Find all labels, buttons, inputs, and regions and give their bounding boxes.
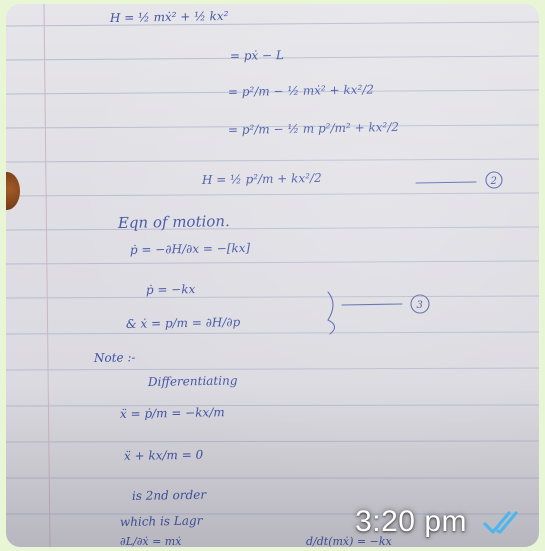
- note-line-11: is 2nd order: [132, 488, 208, 503]
- notebook-photo[interactable]: H = ½ mẋ² + ½ kx² = pẋ − L = p²/m − ½ mẋ…: [6, 4, 539, 547]
- notebook-page: H = ½ mẋ² + ½ kx² = pẋ − L = p²/m − ½ mẋ…: [6, 4, 539, 547]
- note-heading: Note :-: [93, 350, 136, 365]
- eq-label-1: 2: [490, 176, 497, 187]
- note-line-2: = pẋ − L: [230, 48, 284, 63]
- note-line-14: d/dt(mẋ) = −kx: [306, 535, 393, 547]
- rule-mark-1: [415, 181, 477, 184]
- ruled-lines: [6, 21, 539, 515]
- eq-label-circle-1: [485, 171, 503, 189]
- note-line-13: ∂L/∂ẋ = mẋ: [120, 535, 182, 547]
- handwriting: H = ½ mẋ² + ½ kx² = pẋ − L = p²/m − ½ mẋ…: [93, 9, 503, 547]
- message-timestamp: 3:20 pm: [355, 505, 467, 538]
- eqn-heading: Eqn of motion.: [117, 212, 230, 232]
- note-line-12: which is Lagr: [120, 514, 204, 529]
- note-line-10: ẍ + kx/m = 0: [124, 448, 204, 463]
- eq-label-2: 3: [417, 300, 423, 311]
- note-line-6: ṗ = −∂H/∂x = −[kx]: [130, 241, 251, 257]
- brace-mark: [327, 291, 336, 335]
- binder-ring: [6, 172, 20, 210]
- note-line-9: ẍ = ṗ/m = −kx/m: [120, 405, 225, 421]
- note-line-4: = p²/m − ½ m p²/m² + kx²/2: [228, 120, 399, 137]
- double-check-icon: [483, 511, 518, 534]
- note-line-3: = p²/m − ½ mẋ² + kx²/2: [228, 82, 374, 99]
- eq-label-circle-2: [410, 294, 430, 314]
- note-line-5: H = ½ p²/m + kx²/2: [201, 171, 322, 187]
- note-subheading: Differentiating: [147, 373, 238, 389]
- note-line-1: H = ½ mẋ² + ½ kx²: [109, 9, 229, 25]
- note-line-7: ṗ = −kx: [146, 282, 196, 297]
- note-line-8: & ẋ = p/m = ∂H/∂p: [126, 315, 241, 331]
- margin-line: [43, 4, 51, 547]
- rule-mark-2: [341, 303, 403, 306]
